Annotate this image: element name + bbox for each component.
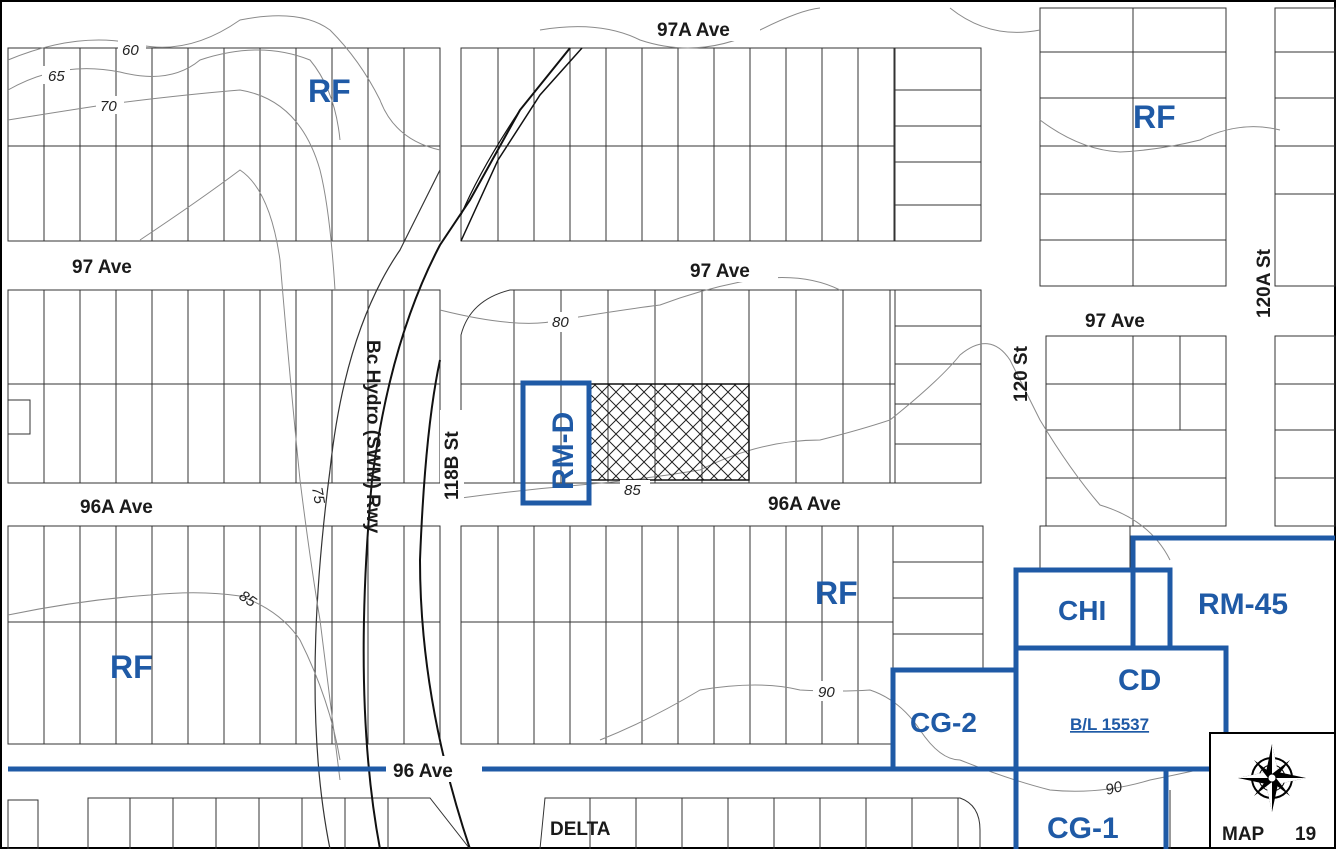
contour-label-90-center: 90 xyxy=(818,684,835,701)
street-96a-ave-west: 96A Ave xyxy=(80,497,153,518)
zone-cd: CD xyxy=(1118,664,1161,697)
railway-label: Bc Hydro (SWM) Rwy xyxy=(362,340,383,534)
zoning-boundaries xyxy=(8,380,1335,849)
zone-rm-45: RM-45 xyxy=(1198,588,1288,621)
compass-rose-icon xyxy=(1238,744,1306,812)
street-97-ave-east: 97 Ave xyxy=(1085,311,1145,332)
contour-label-70: 70 xyxy=(100,98,117,115)
contour-label-60: 60 xyxy=(122,42,139,59)
street-97a-ave: 97A Ave xyxy=(657,20,730,41)
zone-cd-bylaw: B/L 15537 xyxy=(1070,715,1149,734)
contour-label-85-center: 85 xyxy=(624,482,641,499)
street-118b-st: 118B St xyxy=(442,431,463,500)
zone-rf-northeast: RF xyxy=(1133,99,1176,135)
zone-rf-southwest: RF xyxy=(110,649,153,685)
zone-labels: RF RF RF RF RM-D CHI RM-45 CD B/L 15537 … xyxy=(110,73,1288,845)
contour-label-85-west: 85 xyxy=(236,587,260,611)
contour-label-75: 75 xyxy=(308,486,328,506)
contour-label-65: 65 xyxy=(48,68,65,85)
zone-rm-d: RM-D xyxy=(547,412,580,490)
contour-lines xyxy=(7,7,1281,792)
subject-site xyxy=(588,383,750,481)
street-96a-ave-center: 96A Ave xyxy=(768,494,841,515)
map-key-box: MAP 19 xyxy=(1209,732,1336,849)
place-delta: DELTA xyxy=(550,819,611,840)
street-97-ave-west: 97 Ave xyxy=(72,257,132,278)
map-number: 19 xyxy=(1295,824,1316,845)
contour-label-90-east: 90 xyxy=(1104,778,1125,799)
map-label: MAP xyxy=(1222,824,1265,845)
street-97-ave-center: 97 Ave xyxy=(690,261,750,282)
zone-rf-northwest: RF xyxy=(308,73,351,109)
street-96-ave: 96 Ave xyxy=(393,761,453,782)
zone-chi: CHI xyxy=(1058,595,1106,626)
zone-cg-1: CG-1 xyxy=(1047,812,1119,845)
street-labels: 97A Ave 97 Ave 97 Ave 97 Ave 96A Ave 96A… xyxy=(72,15,1275,782)
contour-labels: 60 65 70 75 80 85 85 90 90 xyxy=(42,40,1125,799)
zone-cg-2: CG-2 xyxy=(910,707,977,738)
street-120a-st: 120A St xyxy=(1254,248,1275,318)
zone-rf-south-center: RF xyxy=(815,575,858,611)
street-120-st: 120 St xyxy=(1011,345,1032,402)
contour-label-80: 80 xyxy=(552,314,569,331)
lot-dividers xyxy=(43,48,959,849)
